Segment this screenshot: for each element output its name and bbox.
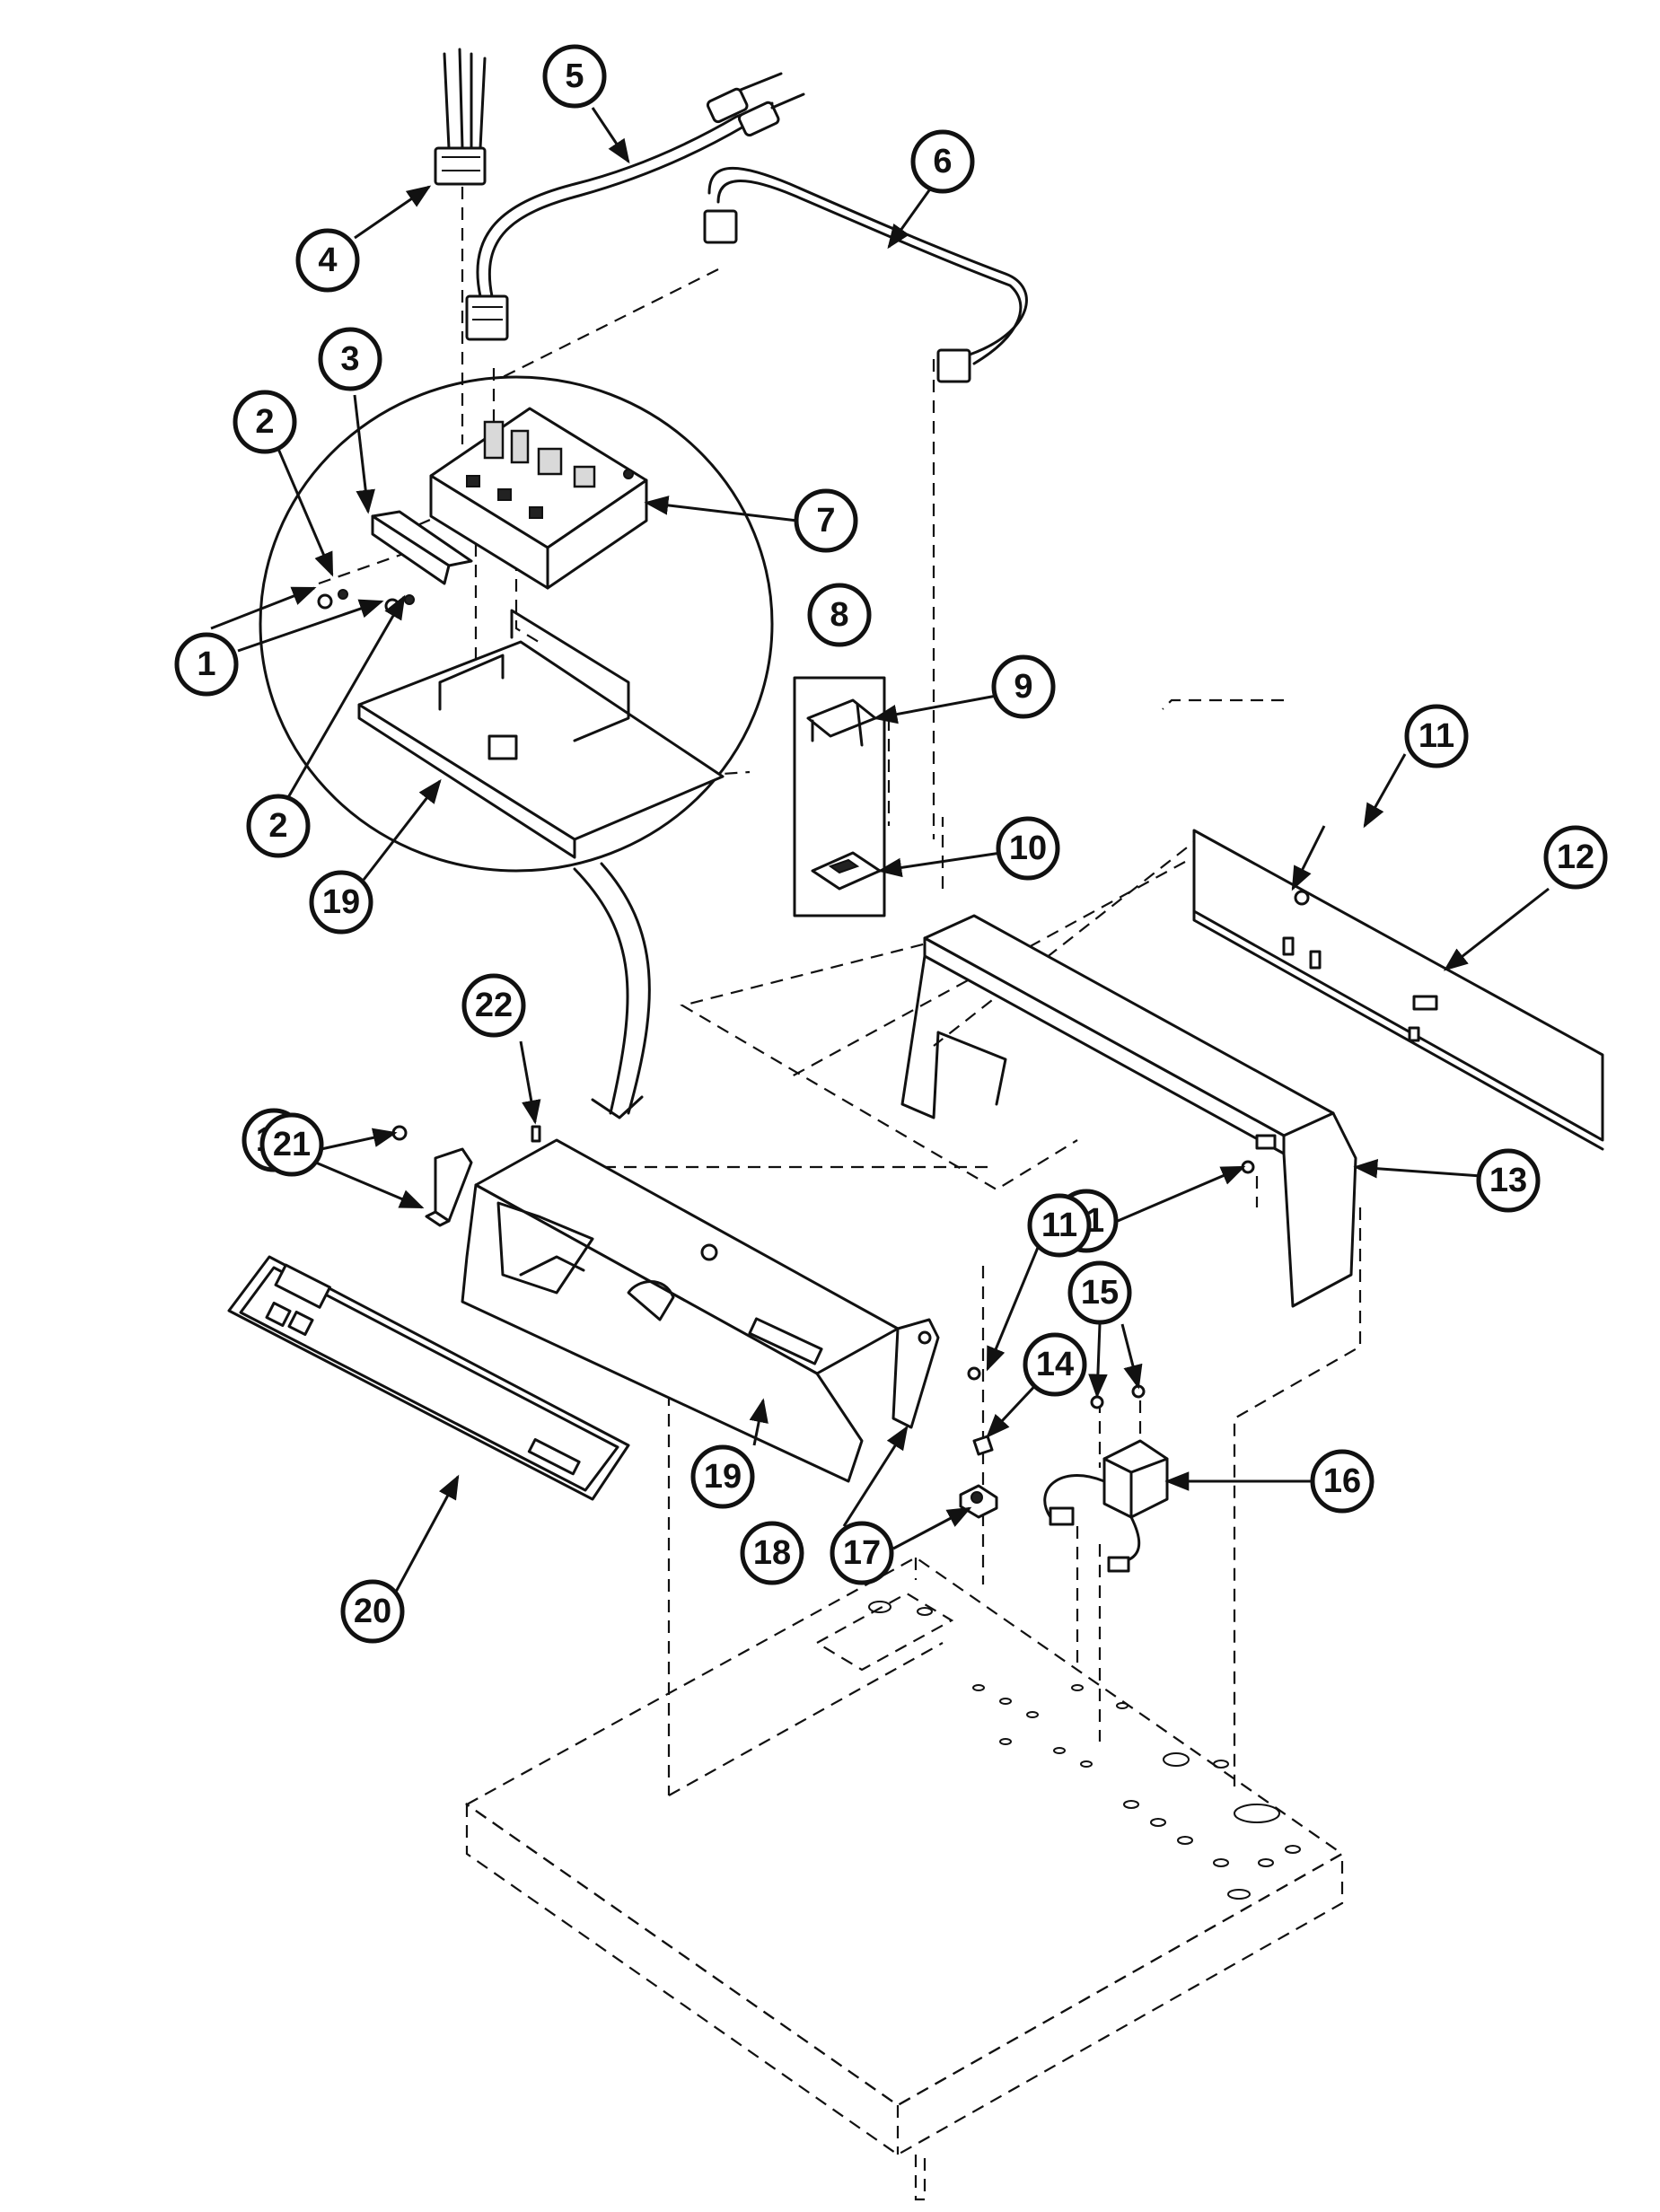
part-17-clip	[959, 1484, 998, 1519]
part-5-wire-harness	[465, 72, 805, 341]
callout-5: 5	[542, 44, 607, 109]
callout-2: 2	[246, 794, 311, 858]
part-16-transformer	[1043, 1439, 1169, 1573]
part-13-console-shroud	[900, 914, 1357, 1308]
callout-13: 13	[1476, 1148, 1541, 1213]
part-20-control-overlay	[227, 1255, 630, 1501]
part-18-side-trim	[891, 1318, 940, 1429]
svg-text:5: 5	[565, 57, 584, 95]
callout-18: 18	[740, 1521, 804, 1585]
svg-text:2: 2	[268, 807, 287, 845]
callout-12: 12	[1543, 825, 1608, 890]
parts-1-2-screws-washers	[317, 589, 415, 614]
part-6-wire-harness	[703, 166, 1028, 383]
svg-text:7: 7	[816, 502, 835, 540]
svg-text:18: 18	[753, 1534, 791, 1572]
callout-21: 21	[259, 1112, 324, 1177]
cabinet-top-outline	[464, 1556, 1345, 2201]
svg-text:10: 10	[1009, 830, 1047, 867]
svg-text:19: 19	[322, 883, 360, 921]
svg-text:16: 16	[1323, 1462, 1361, 1500]
svg-text:21: 21	[273, 1126, 311, 1163]
svg-text:13: 13	[1489, 1162, 1527, 1199]
callout-7: 7	[794, 488, 858, 553]
callout-15: 15	[1067, 1260, 1132, 1325]
callout-17: 17	[830, 1521, 894, 1585]
svg-text:8: 8	[830, 596, 848, 634]
callout-14: 14	[1023, 1332, 1087, 1397]
part-21-side-trim	[425, 1147, 473, 1227]
svg-text:12: 12	[1557, 838, 1594, 876]
part-7-control-board	[429, 407, 648, 590]
part-3-bracket	[371, 510, 473, 585]
callout-9: 9	[991, 654, 1056, 719]
svg-text:3: 3	[340, 340, 359, 378]
svg-text:14: 14	[1036, 1346, 1074, 1383]
svg-text:4: 4	[318, 241, 337, 279]
leader-arrows	[210, 107, 1550, 1594]
callout-10: 10	[996, 816, 1060, 881]
svg-text:9: 9	[1014, 668, 1032, 706]
callout-11: 11	[1027, 1193, 1092, 1258]
svg-text:22: 22	[475, 987, 513, 1024]
callout-20: 20	[340, 1579, 405, 1644]
svg-text:1: 1	[197, 645, 215, 683]
part-19-console-bracket-detail	[357, 609, 725, 859]
svg-text:19: 19	[704, 1458, 742, 1496]
callout-19: 19	[690, 1444, 755, 1509]
svg-text:11: 11	[1041, 1207, 1077, 1244]
callout-2: 2	[233, 390, 297, 454]
callout-19: 19	[309, 870, 373, 935]
callout-1: 1	[174, 632, 239, 697]
part-4-wire-connector	[434, 48, 487, 186]
callout-16: 16	[1310, 1449, 1375, 1514]
part-8-sensor-kit	[793, 676, 886, 917]
svg-text:20: 20	[354, 1593, 391, 1630]
callout-6: 6	[910, 129, 975, 194]
callout-4: 4	[295, 228, 360, 293]
detail-magnifier-circle	[259, 375, 774, 1119]
callout-11: 11	[1404, 704, 1469, 768]
svg-text:2: 2	[255, 403, 274, 441]
svg-text:15: 15	[1081, 1274, 1119, 1312]
callout-22: 22	[461, 973, 526, 1038]
callout-3: 3	[318, 327, 382, 391]
svg-text:17: 17	[843, 1534, 881, 1572]
svg-text:6: 6	[933, 143, 952, 180]
callout-8: 8	[807, 583, 872, 647]
svg-text:11: 11	[1418, 717, 1454, 755]
part-12-rear-plate	[1192, 829, 1604, 1151]
